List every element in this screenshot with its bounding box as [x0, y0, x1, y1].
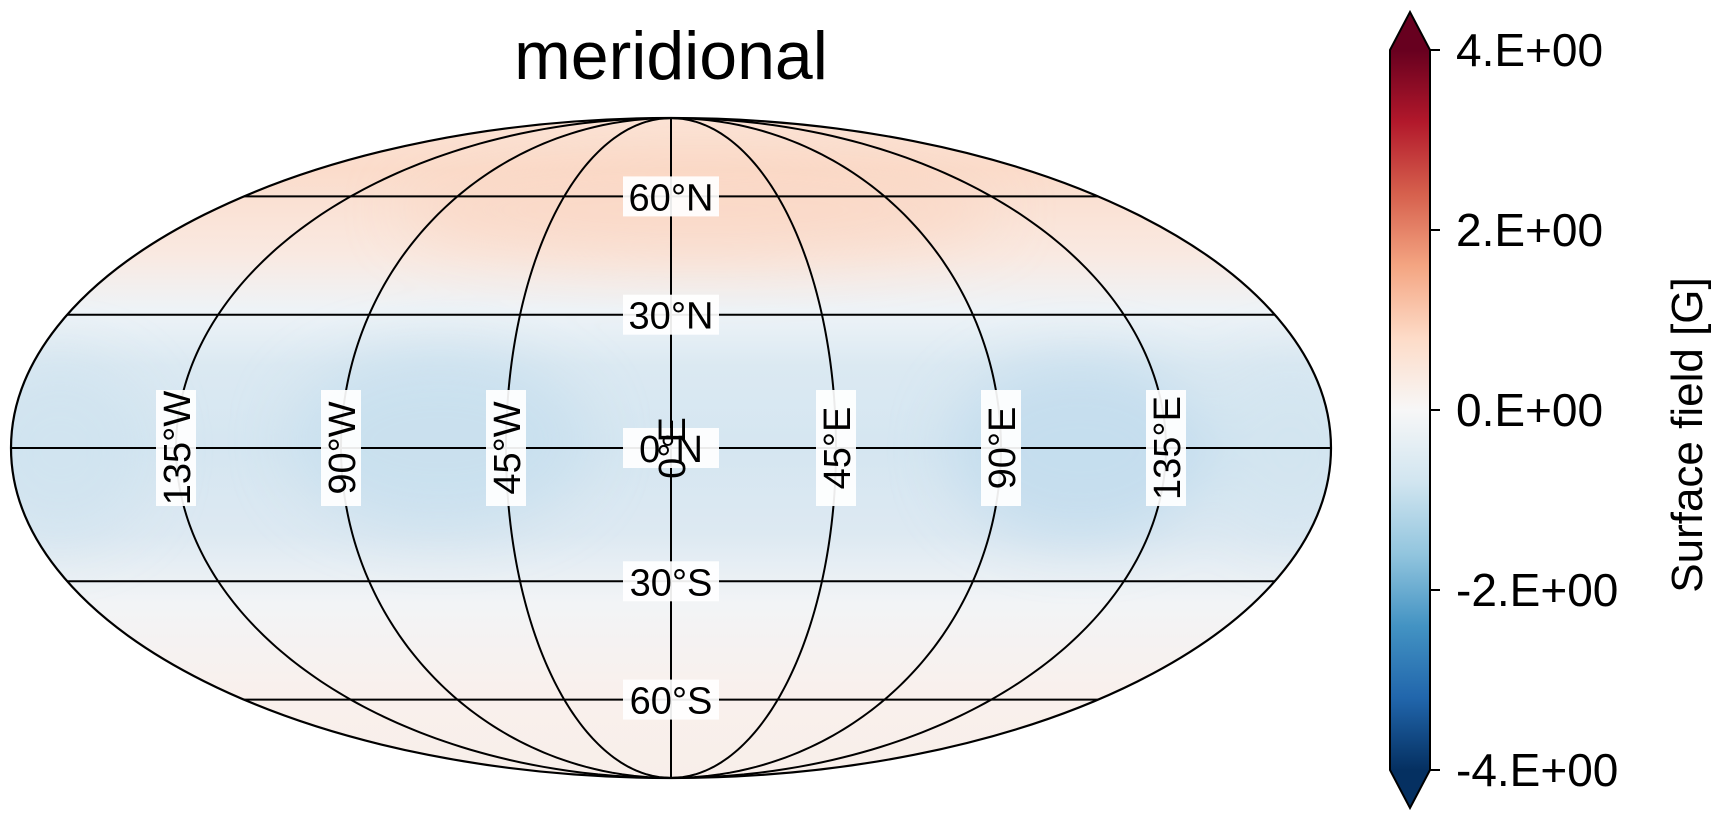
map-boundary — [9, 116, 1333, 780]
lon-label-group: 135°W — [156, 390, 199, 506]
map-title: meridional — [514, 18, 828, 94]
lon-label: 90°W — [322, 401, 364, 494]
lat-label: 60°S — [630, 681, 713, 723]
lon-label-bg — [1146, 390, 1186, 506]
lat-label-bg — [623, 428, 719, 468]
lat-label-group: 60°S — [623, 679, 719, 723]
colorbar-tick-label: -2.E+00 — [1456, 564, 1618, 616]
longitude-labels: 135°W 90°W 45°W 0°E 45°E 90°E 135°E — [156, 390, 1189, 506]
colorbar-tick-label: 2.E+00 — [1456, 204, 1603, 256]
lon-label: 135°E — [1147, 396, 1189, 500]
lon-label-bg — [981, 390, 1021, 506]
lat-label-bg — [623, 679, 719, 720]
lat-label: 60°N — [629, 177, 714, 219]
lon-label-bg — [816, 390, 856, 506]
colorbar-extend-min — [1390, 770, 1430, 808]
lon-label: 45°W — [487, 401, 529, 494]
lon-label-group: 45°W — [486, 390, 529, 506]
lat-label-group: 60°N — [623, 176, 719, 219]
colorbar-tick-label: 4.E+00 — [1456, 24, 1603, 76]
colorbar-ticks: 4.E+00 2.E+00 0.E+00 -2.E+00 -4.E+00 — [1430, 24, 1618, 796]
lon-label: 0°E — [652, 417, 694, 479]
lat-label: 30°S — [630, 562, 713, 604]
lon-label: 90°E — [982, 407, 1024, 490]
colorbar-gradient — [1390, 50, 1430, 770]
lon-label-bg — [156, 390, 196, 506]
lon-label-bg — [321, 390, 361, 506]
lat-label: 0°N — [639, 429, 703, 471]
lat-label-group: 30°N — [623, 294, 719, 338]
lat-label-group: 30°S — [623, 561, 719, 604]
lon-label-group: 135°E — [1146, 390, 1189, 506]
lon-label: 45°E — [817, 407, 859, 490]
lon-label-group: 90°W — [321, 390, 364, 506]
colorbar-extend-max — [1390, 12, 1430, 50]
lat-label-group: 0°N — [623, 428, 719, 471]
lon-label-group: 45°E — [816, 390, 859, 506]
lon-label-group: 0°E — [652, 417, 694, 479]
lat-label-bg — [623, 176, 719, 217]
lon-label-group: 90°E — [981, 390, 1024, 506]
colorbar-tick-label: 0.E+00 — [1456, 384, 1603, 436]
lat-label: 30°N — [629, 296, 714, 338]
lat-label-bg — [623, 294, 719, 335]
colorbar-label: Surface field [G] — [1663, 277, 1712, 592]
latitude-labels: 60°N 30°N 0°N 30°S 60°S — [623, 176, 719, 723]
lon-label: 135°W — [157, 391, 199, 506]
lat-label-bg — [623, 561, 719, 602]
colorbar-body — [1389, 9, 1431, 811]
colorbar-tick-label: -4.E+00 — [1456, 744, 1618, 796]
lon-label-bg — [486, 390, 526, 506]
